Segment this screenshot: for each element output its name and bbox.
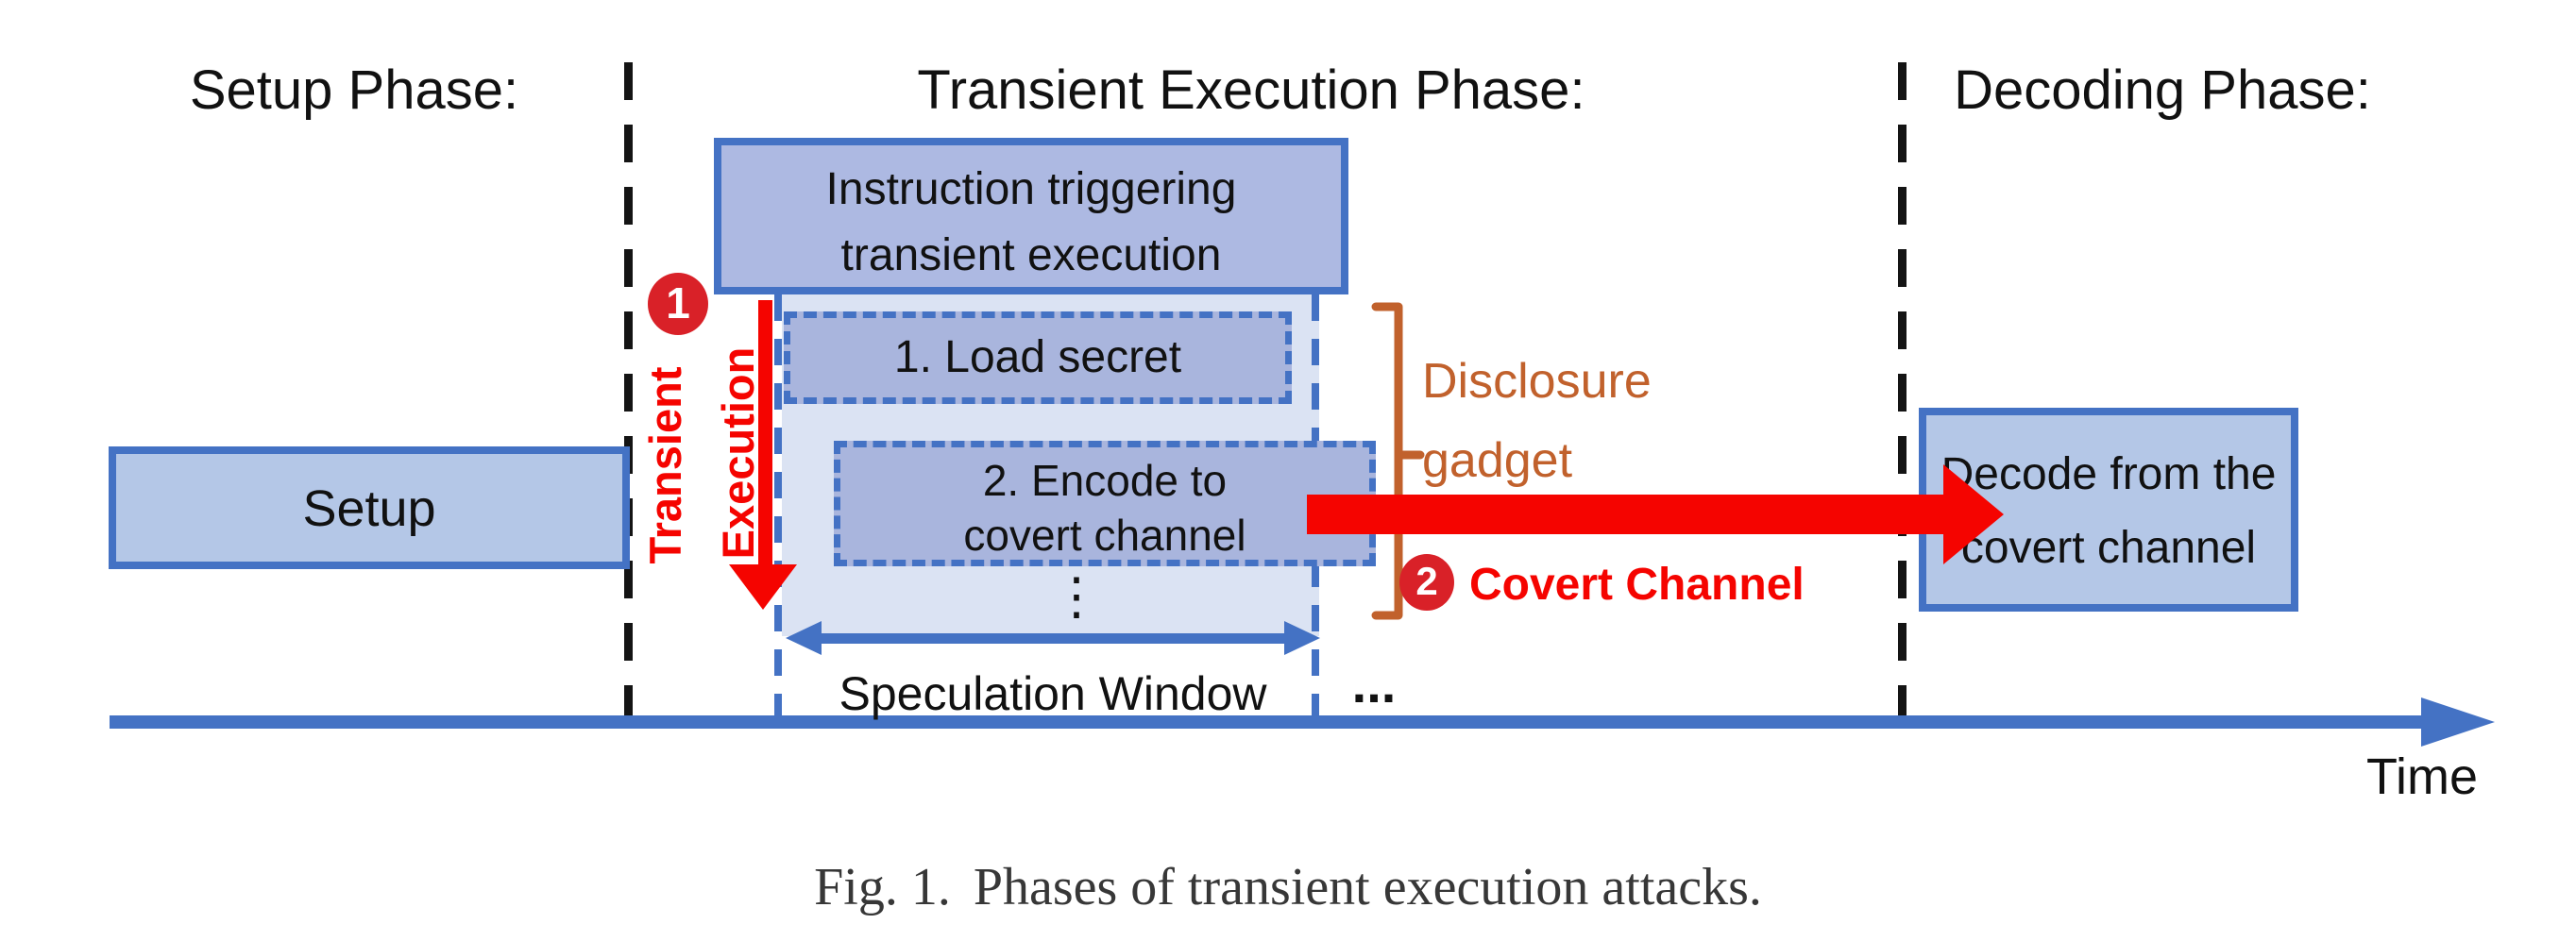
decoding-phase-label: Decoding Phase: <box>1954 59 2371 121</box>
encode-covert-channel-line1: 2. Encode to <box>982 456 1228 505</box>
speculation-window-left-edge <box>774 294 782 715</box>
figure-caption: Fig. 1. Phases of transient execution att… <box>0 857 2576 917</box>
transient-rotated-word1: Transient <box>640 366 690 564</box>
time-axis-label: Time <box>2366 748 2478 805</box>
step1-badge: 1 <box>648 273 708 335</box>
transient-execution-phase-label: Transient Execution Phase: <box>917 59 1585 121</box>
disclosure-gadget-line2: gadget <box>1422 433 1573 488</box>
timeline-ellipsis: ... <box>1351 654 1397 714</box>
instruction-triggering-line1: Instruction triggering <box>825 164 1237 214</box>
speculation-window-label: Speculation Window <box>839 667 1267 720</box>
setup-phase-label: Setup Phase: <box>189 59 519 121</box>
encode-covert-channel-box: 2. Encode to covert channel <box>834 441 1376 566</box>
speculation-window-span-arrow <box>786 621 1320 655</box>
covert-channel-arrow <box>1307 464 2004 564</box>
figure-caption-number: Fig. 1. <box>814 858 951 916</box>
instruction-triggering-box: Instruction triggering transient executi… <box>714 138 1348 294</box>
covert-channel-label: Covert Channel <box>1469 560 1805 610</box>
setup-box: Setup <box>109 446 630 569</box>
disclosure-gadget-label: Disclosure gadget <box>1422 342 1743 500</box>
step2-badge: 2 <box>1399 554 1454 611</box>
disclosure-gadget-line1: Disclosure <box>1422 354 1652 409</box>
phase-separator-right <box>1898 62 1907 715</box>
decode-box-line1: Decode from the <box>1940 449 2277 499</box>
time-axis-arrow <box>110 697 2495 747</box>
load-secret-box: 1. Load secret <box>784 311 1292 404</box>
transient-execution-down-arrow <box>729 300 797 610</box>
figure-caption-text: Phases of transient execution attacks. <box>973 858 1762 916</box>
encode-covert-channel-line2: covert channel <box>963 511 1246 560</box>
decode-box-line2: covert channel <box>1960 523 2257 573</box>
more-steps-ellipsis: ⋮ <box>1051 568 1102 625</box>
instruction-triggering-line2: transient execution <box>840 230 1222 280</box>
phase-separator-left <box>624 62 633 715</box>
decode-box: Decode from the covert channel <box>1919 408 2298 612</box>
